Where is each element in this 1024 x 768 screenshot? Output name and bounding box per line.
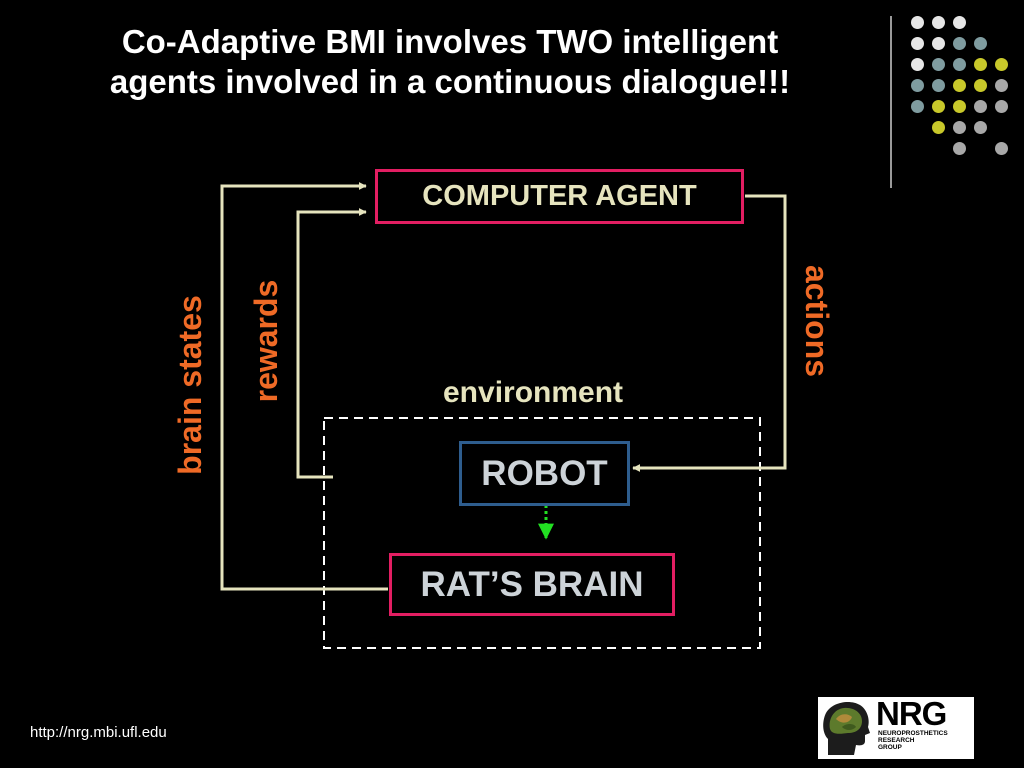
decorative-dot [932, 100, 945, 113]
decorative-dot [932, 16, 945, 29]
decorative-dot [974, 79, 987, 92]
decorative-dot [911, 79, 924, 92]
decorative-dot [953, 37, 966, 50]
decorative-dot [953, 142, 966, 155]
decorative-dot [911, 58, 924, 71]
title-line-2: agents involved in a continuous dialogue… [109, 63, 791, 100]
decorative-dot [974, 37, 987, 50]
logo-sub-line: GROUP [878, 744, 902, 751]
decorative-dot [911, 16, 924, 29]
decorative-dot [932, 37, 945, 50]
decorative-dot [974, 58, 987, 71]
decorative-dot [974, 121, 987, 134]
nrg-logo: NRG NEUROPROSTHETICS RESEARCH GROUP [818, 697, 974, 759]
decorative-dot [911, 100, 924, 113]
decorative-dot [953, 100, 966, 113]
logo-wordmark: NRG [876, 697, 947, 732]
decorative-dot [974, 100, 987, 113]
robot-box: ROBOT [459, 441, 630, 506]
robot-label: ROBOT [481, 453, 608, 493]
logo-sub-line: RESEARCH [878, 737, 915, 744]
decorative-dot [995, 58, 1008, 71]
decorative-dot [932, 121, 945, 134]
decorative-dot [911, 37, 924, 50]
decorative-dot [953, 16, 966, 29]
rats-brain-label: RAT’S BRAIN [420, 564, 644, 604]
environment-boundary [323, 417, 761, 649]
computer-agent-label: COMPUTER AGENT [422, 180, 697, 212]
logo-subtitle: NEUROPROSTHETICS RESEARCH GROUP [878, 730, 972, 751]
rewards-connector [296, 208, 367, 479]
rats-brain-box: RAT’S BRAIN [389, 553, 675, 616]
title-divider [890, 16, 892, 188]
decorative-dot [932, 79, 945, 92]
decorative-dot [995, 100, 1008, 113]
actions-connector [632, 194, 787, 472]
title-line-1: Co-Adaptive BMI involves TWO intelligent [121, 23, 779, 60]
decorative-dot [953, 79, 966, 92]
head-silhouette-icon [823, 701, 870, 755]
brain-states-label: brain states [172, 295, 208, 475]
rewards-label: rewards [248, 279, 284, 403]
decorative-dot [953, 58, 966, 71]
slide-title: Co-Adaptive BMI involves TWO intelligent… [20, 22, 880, 102]
decorative-dot [995, 142, 1008, 155]
computer-agent-box: COMPUTER AGENT [375, 169, 744, 224]
decorative-dot [932, 58, 945, 71]
actions-label: actions [799, 264, 835, 378]
environment-label: environment [443, 376, 624, 409]
logo-sub-line: NEUROPROSTHETICS [878, 730, 948, 737]
decorative-dot [953, 121, 966, 134]
brain-states-connector [220, 182, 388, 591]
decorative-dot [995, 79, 1008, 92]
footer-url[interactable]: http://nrg.mbi.ufl.edu [30, 724, 167, 741]
